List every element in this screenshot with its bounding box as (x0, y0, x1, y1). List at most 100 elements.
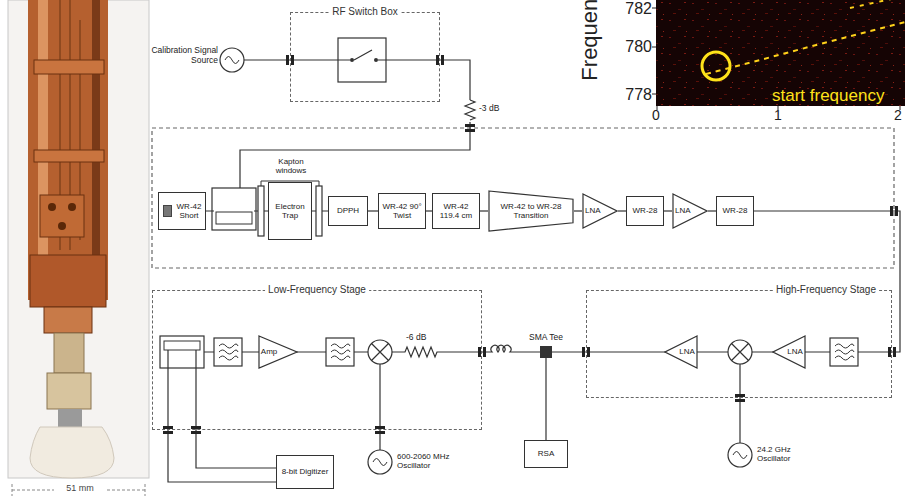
coupler-inner (216, 212, 252, 224)
connector (893, 347, 896, 357)
signal-track (850, 0, 905, 8)
amplifier-shape (259, 336, 297, 368)
amplifier-triangle: LNA (664, 335, 698, 369)
waveguide-short: WR-42 Short (158, 192, 206, 230)
sine-symbol (733, 452, 747, 459)
box-label: WR-42 90° Twist (381, 202, 423, 220)
box-label: WR-42 Short (175, 202, 203, 220)
connector (735, 394, 745, 397)
connector (582, 347, 585, 357)
photo-ground (8, 0, 149, 478)
waveguide-section: WR-28 (626, 196, 664, 226)
connector (890, 206, 893, 216)
waveguide-link (480, 210, 488, 211)
stage-group: High-Frequency StageLNALNA (586, 290, 892, 398)
cryogenic-region (152, 128, 894, 268)
switch-contact (350, 58, 354, 62)
oscillator-symbol (368, 450, 392, 474)
group-heading: Low-Frequency Stage (265, 284, 369, 296)
connector (375, 426, 385, 429)
tick-label: 1 (774, 107, 782, 123)
group-heading: RF Switch Box (329, 6, 401, 18)
connector (441, 55, 444, 65)
waveguide-link (574, 210, 582, 211)
oscillator-symbol (220, 48, 244, 72)
waveguide-link (200, 210, 332, 211)
kapton-window (258, 186, 264, 236)
electron-trap-box: Electron Trap (268, 182, 312, 240)
tee-symbol (540, 346, 552, 358)
amplifier-triangle: Amp (258, 335, 298, 369)
waveguide-transition: WR-42 to WR-28 Transition (488, 190, 574, 232)
stage-group: Low-Frequency StageAmp (152, 290, 482, 430)
connector (163, 426, 173, 429)
filter-waves (835, 344, 854, 360)
tee-label: SMA Tee (522, 333, 570, 343)
annotation-text: start frequency (772, 86, 884, 106)
signal-track (706, 22, 905, 74)
block-hole (58, 222, 66, 230)
box-label: LNA (585, 206, 601, 215)
component-box: DPPH (328, 196, 368, 226)
box-label: WR-42 119.4 cm (435, 202, 477, 220)
connector (483, 347, 486, 357)
digitizer-box: 8-bit Digitizer (276, 455, 334, 489)
connector (895, 206, 898, 216)
amplifier-shape (673, 194, 707, 228)
attenuator-symbol (392, 347, 440, 357)
connector (375, 431, 385, 434)
box-label: LNA (787, 347, 803, 356)
attenuator-symbol (465, 100, 475, 120)
waveguide-twist: WR-42 90° Twist (378, 193, 426, 229)
box-label: 8-bit Digitizer (282, 467, 329, 476)
axis-title: Frequen (577, 0, 602, 81)
box-label: LNA (675, 206, 691, 215)
amplifier-triangle: LNA (582, 193, 618, 229)
switch-body (338, 38, 386, 82)
block-hole (68, 203, 76, 211)
waveguide-flange (54, 333, 84, 373)
filter-waves (331, 344, 350, 360)
connector (465, 124, 475, 127)
connector (465, 129, 475, 132)
oscillator-label: 24.2 GHz Oscillator (757, 445, 809, 463)
box-label: LNA (679, 347, 695, 356)
connector (735, 399, 745, 402)
waveguide-section: WR-42 119.4 cm (432, 193, 480, 229)
connector (888, 347, 891, 357)
highlight-circle (702, 52, 730, 80)
connector (163, 431, 173, 434)
switch-contact (374, 58, 378, 62)
amplifier-triangle: LNA (772, 335, 806, 369)
box-label: WR-42 to WR-28 Transition (496, 202, 566, 220)
connector (191, 431, 201, 434)
group-heading: High-Frequency Stage (773, 284, 879, 296)
sine-symbol (225, 57, 239, 64)
amplifier-shape (583, 194, 617, 228)
connector (436, 55, 439, 65)
box-label: Amp (261, 347, 277, 356)
waveguide-link (368, 210, 378, 211)
amplifier-shape (665, 336, 697, 368)
kapton-window (316, 186, 322, 236)
waveguide-section: WR-28 (716, 196, 754, 226)
box-label: RSA (538, 449, 554, 458)
mixer-symbol (368, 340, 392, 364)
tick-label: 780 (616, 38, 652, 56)
attenuation-label: -3 dB (479, 104, 499, 114)
window-label: Kapton windows (262, 157, 320, 175)
connector (191, 426, 201, 429)
tick-label: 778 (616, 86, 652, 104)
copper-block (40, 195, 84, 237)
connector (291, 55, 294, 65)
mixer-cross (732, 344, 749, 361)
copper-band (34, 150, 104, 162)
signal-wire (545, 358, 546, 442)
signal-wire (379, 364, 380, 450)
waveguide-link (664, 210, 672, 211)
white-cone (30, 427, 114, 478)
box-label: WR-28 (633, 206, 658, 215)
mixer-cross (372, 344, 389, 361)
signal-wire (740, 211, 900, 352)
filter-symbol (830, 338, 858, 366)
